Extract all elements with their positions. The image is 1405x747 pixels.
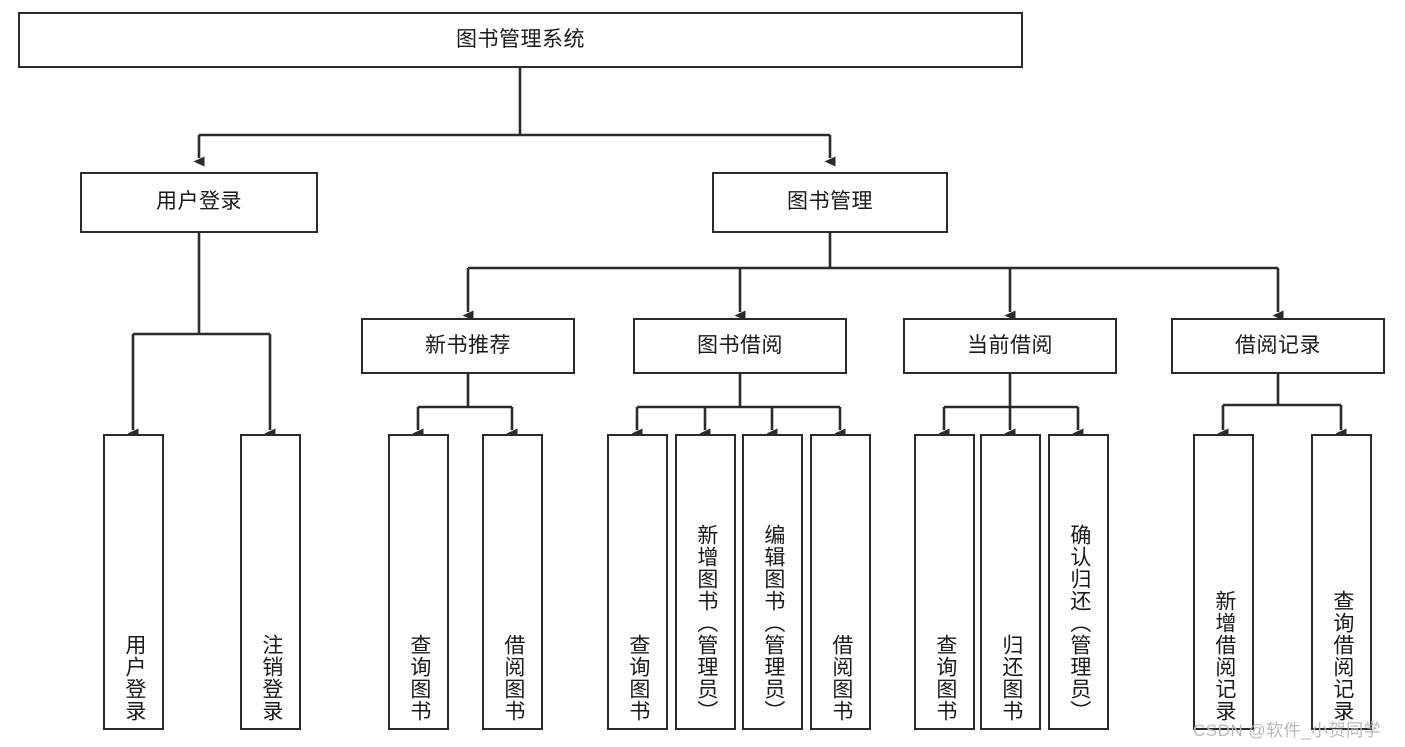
node-book-borrow-label: 图书借阅: [697, 333, 783, 357]
node-root[interactable]: 图书管理系统: [18, 12, 1023, 68]
node-current-borrow-label: 当前借阅: [967, 333, 1053, 357]
leaf-book-borrow-3[interactable]: 编辑图书（管理员）: [742, 434, 803, 730]
leaf-label: 借阅图书: [501, 634, 525, 722]
leaf-label: 归还图书: [999, 634, 1023, 722]
leaf-label: 借阅图书: [829, 634, 853, 722]
node-book-manage-label: 图书管理: [787, 190, 873, 214]
node-book-borrow[interactable]: 图书借阅: [633, 318, 847, 374]
leaf-label: 新增图书（管理员）: [694, 524, 718, 722]
leaf-label: 确认归还（管理员）: [1067, 524, 1091, 722]
node-new-book-recommend[interactable]: 新书推荐: [361, 318, 575, 374]
node-borrow-record[interactable]: 借阅记录: [1171, 318, 1385, 374]
node-book-manage[interactable]: 图书管理: [712, 172, 948, 233]
node-user-login-label: 用户登录: [156, 190, 242, 214]
node-borrow-record-label: 借阅记录: [1235, 333, 1321, 357]
leaf-label: 查询图书: [407, 634, 431, 722]
node-user-login[interactable]: 用户登录: [80, 172, 318, 233]
leaf-label: 用户登录: [122, 634, 146, 722]
leaf-label: 编辑图书（管理员）: [761, 524, 785, 722]
node-current-borrow[interactable]: 当前借阅: [903, 318, 1117, 374]
leaf-book-borrow-2[interactable]: 新增图书（管理员）: [675, 434, 736, 730]
leaf-book-borrow-1[interactable]: 查询图书: [607, 434, 668, 730]
node-new-book-recommend-label: 新书推荐: [425, 333, 511, 357]
leaf-borrow-record-1[interactable]: 新增借阅记录: [1193, 434, 1254, 730]
leaf-current-borrow-1[interactable]: 查询图书: [914, 434, 975, 730]
leaf-label: 查询图书: [626, 634, 650, 722]
leaf-label: 注销登录: [259, 634, 283, 722]
leaf-current-borrow-2[interactable]: 归还图书: [980, 434, 1041, 730]
leaf-borrow-record-2[interactable]: 查询借阅记录: [1311, 434, 1372, 730]
leaf-label: 查询图书: [933, 634, 957, 722]
leaf-new-book-1[interactable]: 查询图书: [388, 434, 449, 730]
leaf-label: 查询借阅记录: [1330, 590, 1354, 722]
node-root-label: 图书管理系统: [456, 27, 585, 51]
leaf-user-login-1[interactable]: 用户登录: [103, 434, 164, 730]
csdn-watermark: CSDN @软件_小贺同学: [1193, 721, 1382, 740]
leaf-book-borrow-4[interactable]: 借阅图书: [810, 434, 871, 730]
leaf-label: 新增借阅记录: [1212, 590, 1236, 722]
leaf-user-login-2[interactable]: 注销登录: [240, 434, 301, 730]
leaf-current-borrow-3[interactable]: 确认归还（管理员）: [1048, 434, 1109, 730]
leaf-new-book-2[interactable]: 借阅图书: [482, 434, 543, 730]
